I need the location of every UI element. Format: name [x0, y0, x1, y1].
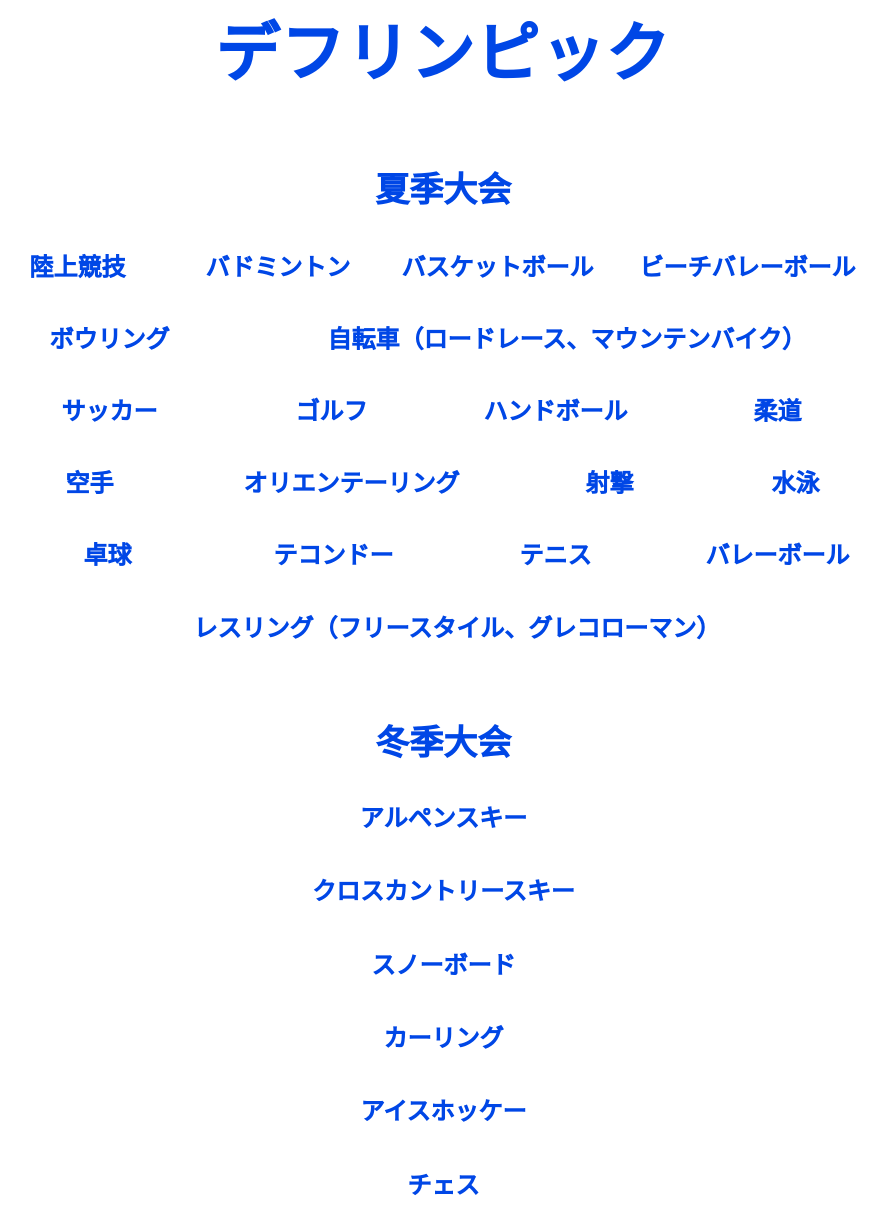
summer-sport-item: ハンドボール: [484, 397, 629, 426]
winter-heading: 冬季大会: [376, 723, 513, 764]
winter-sport-item: アイスホッケー: [360, 1097, 528, 1126]
winter-sport-item: スノーボード: [372, 951, 517, 980]
summer-sport-item: バドミントン: [206, 253, 351, 282]
winter-sport-item: クロスカントリースキー: [312, 877, 576, 906]
summer-sport-item: ゴルフ: [296, 397, 369, 426]
page-title: デフリンピック: [216, 16, 672, 91]
summer-sport-item: 卓球: [84, 541, 133, 570]
summer-sport-item: サッカー: [62, 397, 159, 426]
winter-sport-item: チェス: [408, 1171, 481, 1200]
summer-sport-item: バレーボール: [706, 541, 851, 570]
summer-sport-item: テニス: [520, 541, 593, 570]
summer-sport-item: 空手: [66, 469, 115, 498]
summer-sport-item: 柔道: [754, 397, 803, 426]
winter-sport-item: アルペンスキー: [360, 804, 528, 833]
summer-sport-item: レスリング（フリースタイル、グレコローマン）: [194, 614, 721, 643]
summer-sport-item: 射撃: [586, 469, 635, 498]
summer-sport-item: バスケットボール: [402, 253, 595, 282]
summer-sport-item: オリエンテーリング: [244, 469, 461, 498]
summer-sport-item: ボウリング: [50, 325, 171, 354]
winter-sport-item: カーリング: [384, 1024, 505, 1053]
summer-sport-item: テコンドー: [274, 541, 395, 570]
summer-sport-item: 自転車（ロードレース、マウンテンバイク）: [328, 325, 807, 354]
summer-sport-item: 陸上競技: [30, 253, 127, 282]
summer-sport-item: ビーチバレーボール: [640, 253, 857, 282]
summer-sport-item: 水泳: [772, 469, 821, 498]
summer-heading: 夏季大会: [376, 170, 513, 211]
